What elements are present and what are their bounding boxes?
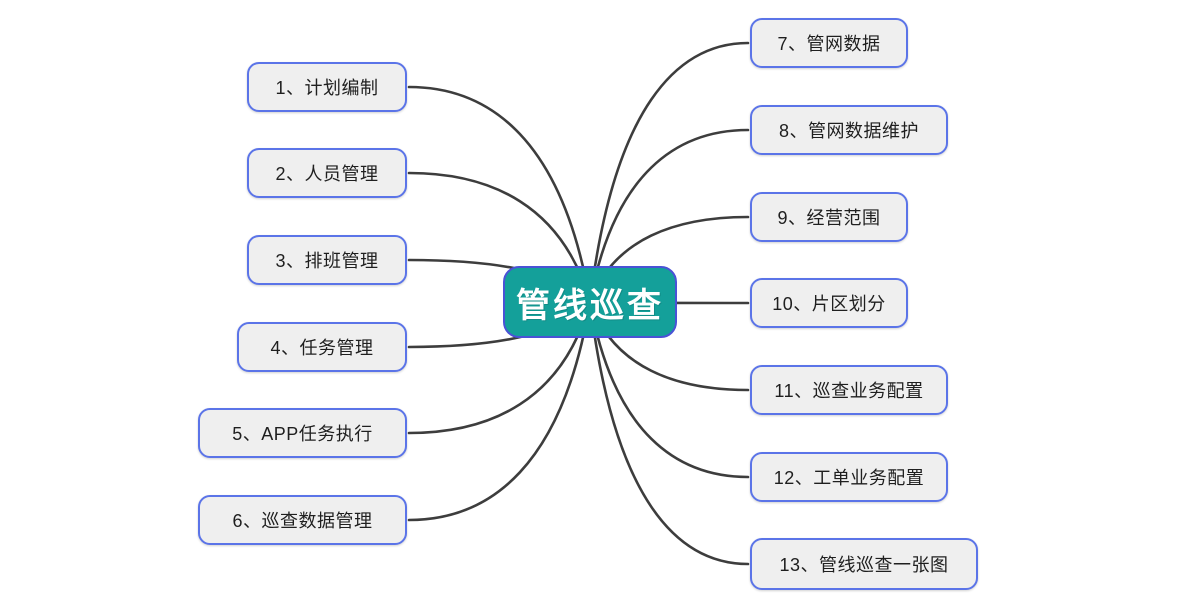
- edge-to-node-8: [588, 128, 750, 304]
- central-topic-label: 管线巡查: [516, 286, 664, 325]
- mindmap-node-11[interactable]: 11、巡查业务配置: [750, 365, 948, 415]
- mindmap-node-label: 7、管网数据: [777, 34, 881, 54]
- mindmap-node-5[interactable]: 5、APP任务执行: [198, 408, 407, 458]
- mindmap-node-label: 13、管线巡查一张图: [779, 555, 949, 575]
- mindmap-node-label: 2、人员管理: [275, 164, 379, 184]
- mindmap-node-4[interactable]: 4、任务管理: [237, 322, 407, 372]
- mindmap-node-7[interactable]: 7、管网数据: [750, 18, 908, 68]
- mindmap-node-6[interactable]: 6、巡查数据管理: [198, 495, 407, 545]
- mindmap-node-2[interactable]: 2、人员管理: [247, 148, 407, 198]
- mindmap-node-9[interactable]: 9、经营范围: [750, 192, 908, 242]
- edge-to-node-12: [588, 300, 750, 479]
- mindmap-node-label: 10、片区划分: [772, 294, 886, 314]
- edge-to-node-6: [407, 300, 592, 522]
- mindmap-node-label: 4、任务管理: [270, 338, 374, 358]
- mindmap-node-label: 3、排班管理: [275, 251, 379, 271]
- mindmap-node-label: 5、APP任务执行: [232, 424, 373, 444]
- edge-to-node-7: [588, 41, 750, 304]
- mindmap-node-label: 12、工单业务配置: [773, 468, 925, 488]
- mindmap-node-10[interactable]: 10、片区划分: [750, 278, 908, 328]
- mindmap-node-8[interactable]: 8、管网数据维护: [750, 105, 948, 155]
- mindmap-node-13[interactable]: 13、管线巡查一张图: [750, 538, 978, 590]
- central-topic-node[interactable]: 管线巡查: [503, 266, 677, 338]
- mindmap-node-label: 9、经营范围: [777, 208, 881, 228]
- mindmap-node-label: 1、计划编制: [275, 78, 379, 98]
- mindmap-node-label: 6、巡查数据管理: [232, 511, 373, 531]
- mindmap-node-12[interactable]: 12、工单业务配置: [750, 452, 948, 502]
- mindmap-node-label: 8、管网数据维护: [778, 121, 919, 141]
- edge-to-node-1: [407, 85, 592, 304]
- edge-to-node-13: [588, 300, 750, 566]
- mindmap-node-3[interactable]: 3、排班管理: [247, 235, 407, 285]
- mindmap-node-1[interactable]: 1、计划编制: [247, 62, 407, 112]
- mindmap-node-label: 11、巡查业务配置: [774, 381, 924, 401]
